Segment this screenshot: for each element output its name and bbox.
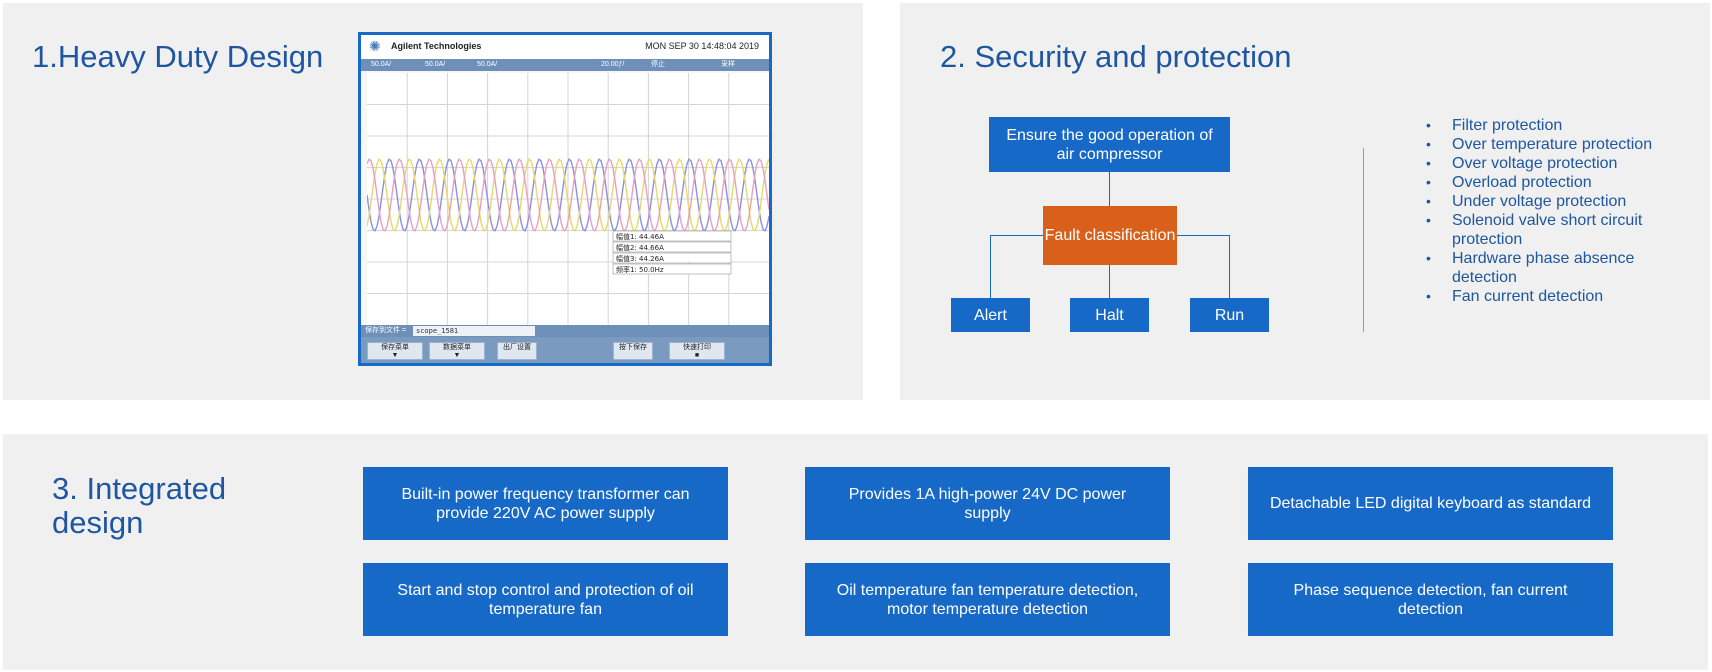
list-item: •Over voltage protection	[1426, 155, 1618, 172]
list-item: •Solenoid valve short circuit protection	[1426, 212, 1643, 248]
protection-list: •Filter protection •Over temperature pro…	[1424, 116, 1694, 306]
security-title: 2. Security and protection	[940, 39, 1292, 74]
feature-box-led-keyboard: Detachable LED digital keyboard as stand…	[1248, 467, 1613, 540]
connector-top-fault	[1109, 172, 1110, 206]
list-item: •Over temperature protection	[1426, 136, 1653, 153]
scope-file-bar: 保存到文件 = scope_1581	[361, 325, 769, 337]
agilent-logo-icon: ✺	[369, 38, 381, 54]
list-item: •Overload protection	[1426, 174, 1592, 191]
connector-to-alert	[990, 235, 991, 298]
scope-brand: Agilent Technologies	[391, 41, 482, 51]
scope-softkey-bar: 保存菜单▼ 数据菜单▼ 出厂设置 按下保存 快速打印■	[361, 337, 769, 363]
readout-box	[612, 252, 732, 264]
readout-label: 幅值1: 44.46A	[616, 232, 664, 241]
security-panel	[900, 3, 1710, 400]
scope-mode: 采样	[721, 61, 735, 68]
connector-to-run	[1229, 235, 1230, 298]
waveform-trace	[367, 158, 769, 232]
run-box: Run	[1190, 298, 1269, 332]
ensure-operation-box: Ensure the good operation of air compres…	[989, 117, 1230, 172]
feature-box-temperature-detection: Oil temperature fan temperature detectio…	[805, 563, 1170, 636]
scope-timebase: 20.00ƒ/	[601, 61, 625, 68]
connector-fault-right	[1177, 235, 1230, 236]
readout-box	[612, 230, 732, 242]
readout-label: 幅值2: 44.66A	[616, 243, 664, 252]
scope-file-name: scope_1581	[413, 326, 535, 336]
connector-to-halt	[1109, 265, 1110, 298]
scope-ch1: 50.0A/	[371, 61, 392, 68]
readout-box	[612, 241, 732, 253]
feature-box-dc-power: Provides 1A high-power 24V DC power supp…	[805, 467, 1170, 540]
scope-header: ✺ Agilent Technologies MON SEP 30 14:48:…	[361, 35, 769, 59]
feature-box-transformer: Built-in power frequency transformer can…	[363, 467, 728, 540]
halt-box: Halt	[1070, 298, 1149, 332]
readout-box	[612, 263, 732, 275]
readout-label: 频率1: 50.0Hz	[616, 265, 664, 274]
scope-waveform-display: 幅值1: 44.46A 幅值2: 44.66A 幅值3: 44.26A 频率1: 50…	[367, 73, 769, 325]
scope-run-status: 停止	[651, 61, 665, 68]
scope-softkey-data-menu[interactable]: 数据菜单▼	[429, 342, 485, 360]
fault-classification-box: Fault classification	[1043, 206, 1177, 265]
scope-softkey-quick-print[interactable]: 快速打印■	[669, 342, 725, 360]
list-item: •Filter protection	[1426, 117, 1563, 134]
oscilloscope-image: ✺ Agilent Technologies MON SEP 30 14:48:…	[358, 32, 772, 366]
scope-status-bar: 50.0A/ 50.0A/ 50.0A/ 20.00ƒ/ 停止 采样	[361, 59, 769, 71]
scope-datetime: MON SEP 30 14:48:04 2019	[645, 41, 759, 51]
feature-box-fan-control: Start and stop control and protection of…	[363, 563, 728, 636]
feature-box-phase-detection: Phase sequence detection, fan current de…	[1248, 563, 1613, 636]
list-item: •Fan current detection	[1426, 288, 1604, 305]
connector-fault-left	[990, 235, 1043, 236]
vertical-divider	[1363, 148, 1364, 332]
scope-softkey-save-menu[interactable]: 保存菜单▼	[367, 342, 423, 360]
scope-file-label: 保存到文件 =	[365, 327, 407, 334]
list-item: •Hardware phase absence detection	[1426, 250, 1635, 286]
scope-softkey-press-save[interactable]: 按下保存	[613, 342, 653, 360]
alert-box: Alert	[951, 298, 1030, 332]
readout-label: 幅值3: 44.26A	[616, 254, 664, 263]
integrated-title: 3. Integrated design	[52, 471, 227, 540]
heavy-duty-title: 1.Heavy Duty Design	[32, 39, 324, 74]
scope-softkey-factory[interactable]: 出厂设置	[497, 342, 537, 360]
scope-ch2: 50.0A/	[425, 61, 446, 68]
waveform-trace	[367, 158, 769, 232]
waveform-trace	[367, 158, 769, 232]
list-item: •Under voltage protection	[1426, 193, 1627, 210]
scope-ch3: 50.0A/	[477, 61, 498, 68]
